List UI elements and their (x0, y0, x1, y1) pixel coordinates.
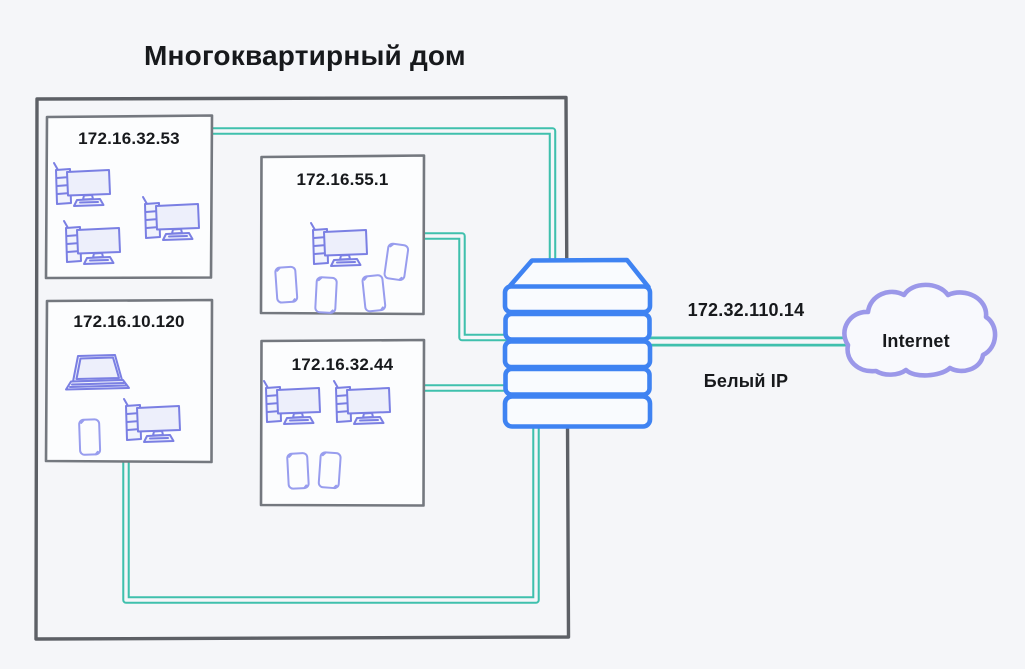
link-apartment1-router (209, 127, 557, 270)
link-apartment3-router (421, 232, 512, 342)
building-outline (34, 95, 571, 641)
internet-cloud-icon (842, 282, 998, 378)
diagram-title: Многоквартирный дом (144, 40, 466, 71)
apartment3-ip-label: 172.16.55.1 (296, 170, 389, 189)
wan-ip-type-label: Белый IP (703, 371, 789, 391)
apartment2-ip-label: 172.16.10.120 (73, 312, 185, 331)
apartment4-ip-label: 172.16.32.44 (291, 355, 394, 374)
apartment-box-1 (44, 114, 214, 280)
wan-ip-label: 172.32.110.14 (687, 300, 805, 320)
apartment-box-4 (259, 338, 426, 507)
link-apartment2-router (122, 416, 540, 604)
apartment1-ip-label: 172.16.32.53 (78, 129, 180, 148)
internet-label: Internet (882, 331, 950, 351)
apartment-box-2 (44, 298, 214, 464)
apartment-box-3 (259, 154, 426, 316)
router-icon (502, 257, 653, 429)
